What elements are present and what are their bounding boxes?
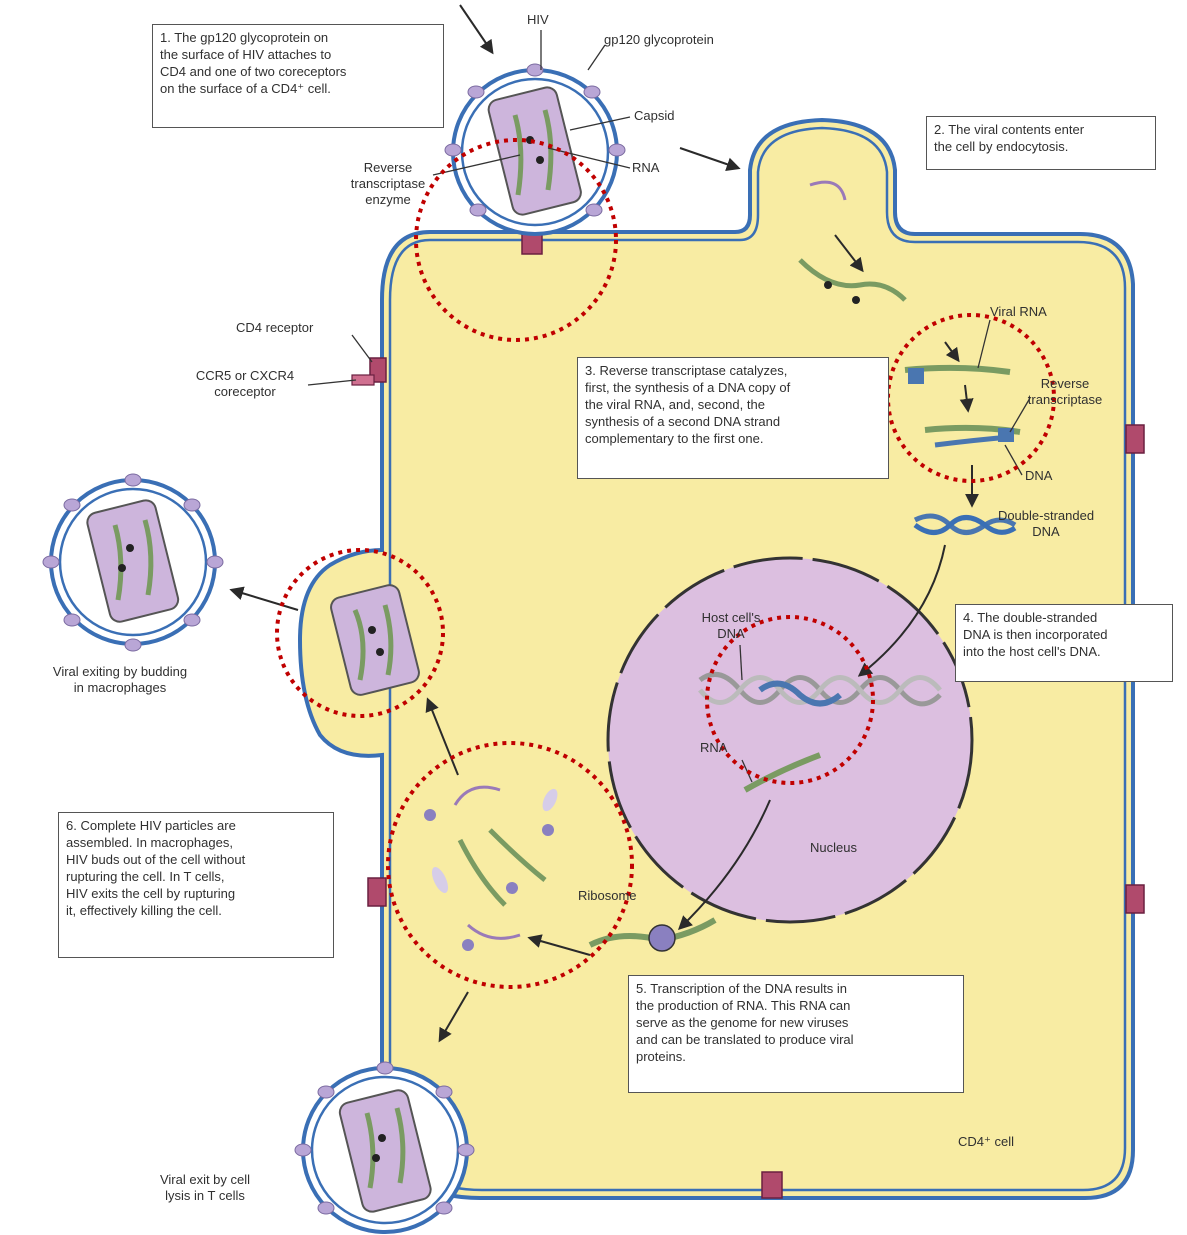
label-dna: DNA [1025,468,1052,484]
receptor-right-1-icon [1126,425,1144,453]
label-viral-rna: Viral RNA [990,304,1047,320]
label-rna-virion: RNA [632,160,659,176]
step6-textbox: 6. Complete HIV particles are assembled.… [58,812,334,958]
label-nucleus: Nucleus [810,840,857,856]
step1-textbox: 1. The gp120 glycoprotein on the surface… [152,24,444,128]
receptor-right-2-icon [1126,885,1144,913]
label-ribosome: Ribosome [578,888,637,904]
released-virion-bottom [295,1062,474,1232]
step2-textbox: 2. The viral contents enter the cell by … [926,116,1156,170]
label-rna-nucleus: RNA [700,740,727,756]
label-reverse-transcriptase: Reverse transcriptase [1005,376,1125,408]
label-gp120: gp120 glycoprotein [604,32,714,48]
label-coreceptor: CCR5 or CXCR4 coreceptor [180,368,310,400]
receptor-bottom-icon [762,1172,782,1198]
released-virion-left [43,474,223,651]
step3-textbox: 3. Reverse transcriptase catalyzes, firs… [577,357,889,479]
label-hiv: HIV [527,12,549,28]
label-capsid: Capsid [634,108,674,124]
label-cd4-receptor: CD4 receptor [236,320,313,336]
label-double-stranded-dna: Double-stranded DNA [980,508,1112,540]
step5-textbox: 5. Transcription of the DNA results in t… [628,975,964,1093]
receptor-left-icon [368,878,386,906]
label-cd4-cell: CD4⁺ cell [958,1134,1014,1150]
label-host-cell-dna: Host cell's DNA [686,610,776,642]
step4-textbox: 4. The double-stranded DNA is then incor… [955,604,1173,682]
label-lysis: Viral exit by cell lysis in T cells [130,1172,280,1204]
label-budding: Viral exiting by budding in macrophages [10,664,230,696]
label-reverse-transcriptase-enzyme: Reverse transcriptase enzyme [330,160,446,208]
